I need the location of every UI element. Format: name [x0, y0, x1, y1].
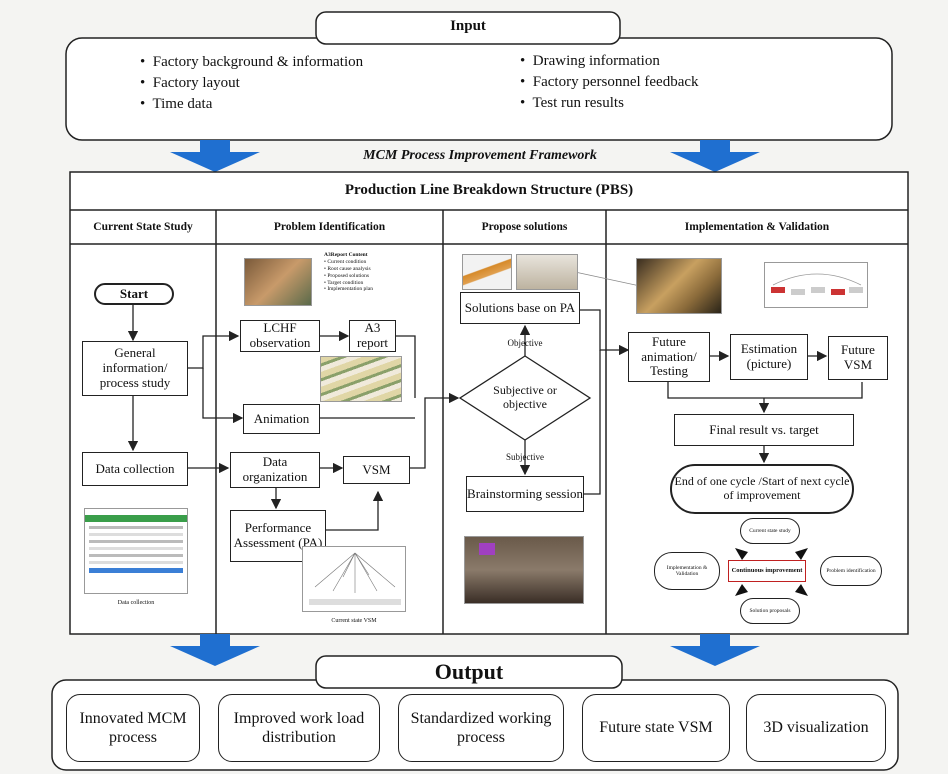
- column-header-problem-identification: Problem Identification: [273, 221, 386, 233]
- ci-center: Continuous improvement: [728, 560, 806, 582]
- output-innovated-mcm: Innovated MCM process: [66, 694, 200, 762]
- ci-implementation-validation: Implementation & Validation: [654, 552, 720, 590]
- input-title: Input: [450, 18, 486, 34]
- general-information-box: General information/ process study: [82, 341, 188, 396]
- animation-box: Animation: [243, 404, 320, 434]
- output-3d-visualization: 3D visualization: [746, 694, 886, 762]
- estimation-graphic: [771, 273, 863, 295]
- output-improved-workload: Improved work load distribution: [218, 694, 380, 762]
- future-vsm-box: Future VSM: [828, 336, 888, 380]
- output-title-box: [315, 655, 623, 689]
- vsm-network-graphic: [309, 552, 401, 605]
- future-animation-box: Future animation/ Testing: [628, 332, 710, 382]
- animation-screenshot: [320, 356, 402, 402]
- data-collection-screenshot: [84, 508, 188, 594]
- ci-solution-proposals: Solution proposals: [740, 598, 800, 624]
- a3-content-list: A3Report Content • Current condition • R…: [324, 252, 412, 293]
- blue-arrow-bottom-right: [670, 634, 760, 666]
- decision-label: Subjective or objective: [493, 383, 557, 411]
- start-node: Start: [94, 283, 174, 305]
- data-collection-box: Data collection: [82, 452, 188, 486]
- data-organization-box: Data organization: [230, 452, 320, 488]
- blue-arrow-top-right: [670, 140, 760, 172]
- future-animation-photo: [636, 258, 722, 314]
- final-result-box: Final result vs. target: [674, 414, 854, 446]
- a3-content-title: A3Report Content: [324, 252, 368, 258]
- pbs-title: Production Line Breakdown Structure (PBS…: [344, 182, 634, 198]
- brainstorming-photo: [464, 536, 584, 604]
- cycle-node: End of one cycle /Start of next cycle of…: [670, 464, 854, 514]
- vsm-box: VSM: [343, 456, 410, 484]
- solutions-based-on-pa-box: Solutions base on PA: [460, 292, 580, 324]
- input-title-box: [315, 11, 621, 45]
- column-header-propose-solutions: Propose solutions: [481, 221, 568, 233]
- ci-problem-identification: Problem identification: [820, 556, 882, 586]
- estimation-diagram-thumbnail: [764, 262, 868, 308]
- input-item-2: • Factory layout: [140, 75, 240, 91]
- input-item-3: • Time data: [140, 96, 213, 112]
- solution-photo-1: [462, 254, 512, 290]
- input-item-1: • Factory background & information: [140, 54, 364, 70]
- lchf-observation-box: LCHF observation: [240, 320, 320, 352]
- lchf-photo: [244, 258, 312, 306]
- current-vsm-caption: Current state VSM: [331, 618, 377, 624]
- data-collection-caption: Data collection: [117, 600, 155, 606]
- ci-current-state: Current state study: [740, 518, 800, 544]
- solution-photo-2: [516, 254, 578, 290]
- output-standardized-process: Standardized working process: [398, 694, 564, 762]
- column-header-current-state: Current State Study: [93, 221, 193, 233]
- objective-label: Objective: [507, 338, 543, 348]
- input-item-6: • Test run results: [520, 95, 624, 111]
- a3-report-box: A3 report: [349, 320, 396, 352]
- input-item-4: • Drawing information: [520, 53, 660, 69]
- current-vsm-thumbnail: [302, 546, 406, 612]
- output-title: Output: [434, 659, 504, 684]
- output-future-vsm: Future state VSM: [582, 694, 730, 762]
- blue-arrow-bottom-left: [170, 634, 260, 666]
- estimation-box: Estimation (picture): [730, 334, 808, 380]
- blue-arrow-top-left: [170, 140, 260, 172]
- input-item-5: • Factory personnel feedback: [520, 74, 699, 90]
- brainstorming-session-box: Brainstorming session: [466, 476, 584, 512]
- subjective-label: Subjective: [506, 452, 544, 462]
- column-header-implementation: Implementation & Validation: [684, 221, 830, 233]
- framework-title: MCM Process Improvement Framework: [363, 148, 597, 163]
